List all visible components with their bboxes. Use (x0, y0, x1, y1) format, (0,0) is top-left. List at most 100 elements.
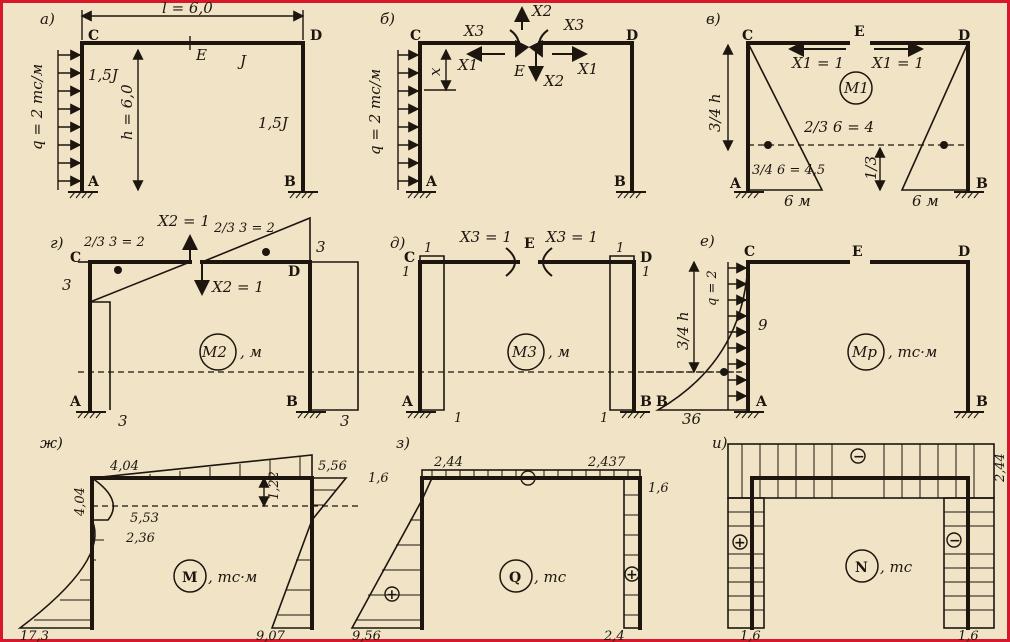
panel-zh-letter: ж) (40, 434, 63, 452)
M1-right-triangle (900, 42, 969, 191)
Q-left-triangle (350, 477, 434, 629)
node-E-a: E (195, 46, 207, 64)
M-left-side: 4,04 (73, 487, 88, 517)
N-label: N (855, 560, 868, 576)
Mp-parabola (655, 261, 749, 411)
panel-a: а) l = 6,0 q = 2 тс/м h = 6,0 (28, 0, 322, 199)
panel-g-letter: г) (50, 234, 64, 252)
load-label-e: q = 2 (705, 270, 720, 306)
one-br: 1 (600, 411, 608, 426)
X2-up: X2 = 1 (157, 212, 210, 230)
Q-right-val: 1,6 (648, 481, 669, 496)
panel-e: е) 3/4 h q = 2 9 36 Mp , тс·м (646, 232, 988, 428)
N-minus-right: − (949, 533, 961, 549)
one-left: 1 (402, 265, 410, 280)
height-label: h = 6,0 (118, 84, 136, 140)
N-bottom-right: 1,6 (958, 629, 979, 642)
frame-b (418, 41, 634, 192)
X3-left-unit: X3 = 1 (459, 228, 512, 246)
M-mid1: 5,53 (130, 511, 159, 526)
M-bottom-right: 9,07 (256, 629, 286, 642)
M-mid2: 2,36 (125, 531, 155, 546)
X1-right-unit: X1 = 1 (871, 54, 924, 72)
panel-g: г) X2 = 1 X2 = 1 2/3 3 = 2 2/3 3 = 2 3 3… (50, 212, 359, 430)
M-label: M (182, 570, 198, 586)
distributed-load-arrows-b (398, 49, 420, 187)
node-D-e: D (958, 244, 970, 260)
node-D-g: D (288, 264, 300, 280)
node-B-b: B (614, 174, 626, 190)
X1-left: X1 (457, 56, 478, 74)
panel-z-letter: з) (396, 434, 410, 452)
Mp-label: Mp (851, 343, 877, 361)
left-ordinate: 2/3 6 = 4 (803, 118, 874, 136)
X2-top: X2 (531, 2, 552, 20)
node-C-d: C (404, 250, 415, 266)
node-A-g: A (69, 394, 82, 410)
distributed-load-arrows (58, 49, 82, 187)
node-A-a: A (87, 174, 100, 190)
panel-zh: ж) 1,22 4,04 4,04 5,56 5,53 2,36 17,3 9,… (17, 434, 360, 642)
Q-top-left: 2,44 (433, 455, 463, 470)
bottom-ordinate: 3/4 6 = 4,5 (752, 163, 825, 178)
panel-i: и) − + − 2,44 1,6 1,6 N , тс (712, 434, 1008, 642)
M1-label: M1 (843, 79, 869, 97)
M-top-left: 4,04 (109, 459, 139, 474)
span-label: l = 6,0 (162, 0, 213, 17)
node-B2-e: B (976, 394, 988, 410)
panel-e-letter: е) (700, 232, 715, 250)
node-A-d: A (401, 394, 414, 410)
frame-g (88, 260, 312, 412)
panel-b-letter: б) (380, 10, 395, 28)
base-right-g: 3 (340, 412, 350, 430)
node-D-a: D (310, 28, 322, 44)
node-D-b: D (626, 28, 638, 44)
M-unit: , тс·м (208, 568, 257, 586)
Q-unit: , тс (534, 568, 567, 586)
height-frac-v: 3/4 h (706, 93, 724, 132)
Q-minus: − (523, 471, 535, 487)
M3-label: M3 (511, 343, 537, 361)
node-D-d: D (640, 250, 652, 266)
node-A-e: A (755, 394, 768, 410)
X2-down: X2 = 1 (211, 278, 264, 296)
node-B-e: B (656, 394, 668, 410)
left-stiffness: 1,5J (88, 66, 119, 84)
M-top-hatch (119, 457, 301, 478)
base-left-g: 3 (118, 412, 128, 430)
ordinate-right-g: 2/3 3 = 2 (213, 221, 275, 236)
X3-left: X3 (463, 22, 484, 40)
one-right: 1 (642, 265, 650, 280)
height-frac-e: 3/4 h (674, 311, 692, 350)
x-label: x (426, 67, 444, 76)
panel-v: в) X1 = 1 X1 = 1 3/4 h 1/3 2/3 6 = 4 3/4… (706, 10, 988, 210)
Q-label: Q (509, 570, 521, 586)
Q-top-right: 2,437 (587, 455, 626, 470)
one-bl: 1 (454, 411, 462, 426)
load-label-b: q = 2 тс/м (366, 69, 384, 155)
Q-left-val: 1,6 (368, 471, 389, 486)
frame-z (420, 476, 642, 630)
panel-b: б) q = 2 тс/м x X3 X3 X2 X2 X1 X1 (366, 2, 646, 199)
M1-left-triangle (747, 42, 824, 191)
X1-left-unit: X1 = 1 (791, 54, 844, 72)
X1-right: X1 (577, 60, 598, 78)
node-B-d: B (640, 394, 652, 410)
M3-unit: , м (548, 343, 570, 361)
node-B-g: B (286, 394, 298, 410)
ordinate-left-g: 2/3 3 = 2 (83, 235, 145, 250)
frame-i (750, 476, 970, 630)
N-bottom-left: 1,6 (740, 629, 761, 642)
load-label: q = 2 тс/м (28, 64, 46, 150)
node-B-a: B (284, 174, 296, 190)
panel-d-letter: д) (390, 234, 406, 252)
panel-z: з) − + + 1,6 2,44 2,437 1,6 9,56 2,4 (350, 434, 669, 642)
Mp-unit: , тс·м (888, 343, 937, 361)
X3-right-unit: X3 = 1 (545, 228, 598, 246)
node-D-v: D (958, 28, 970, 44)
panel-v-letter: в) (706, 10, 721, 28)
M-left-curve (17, 519, 96, 629)
load-arrows-e (728, 262, 748, 402)
